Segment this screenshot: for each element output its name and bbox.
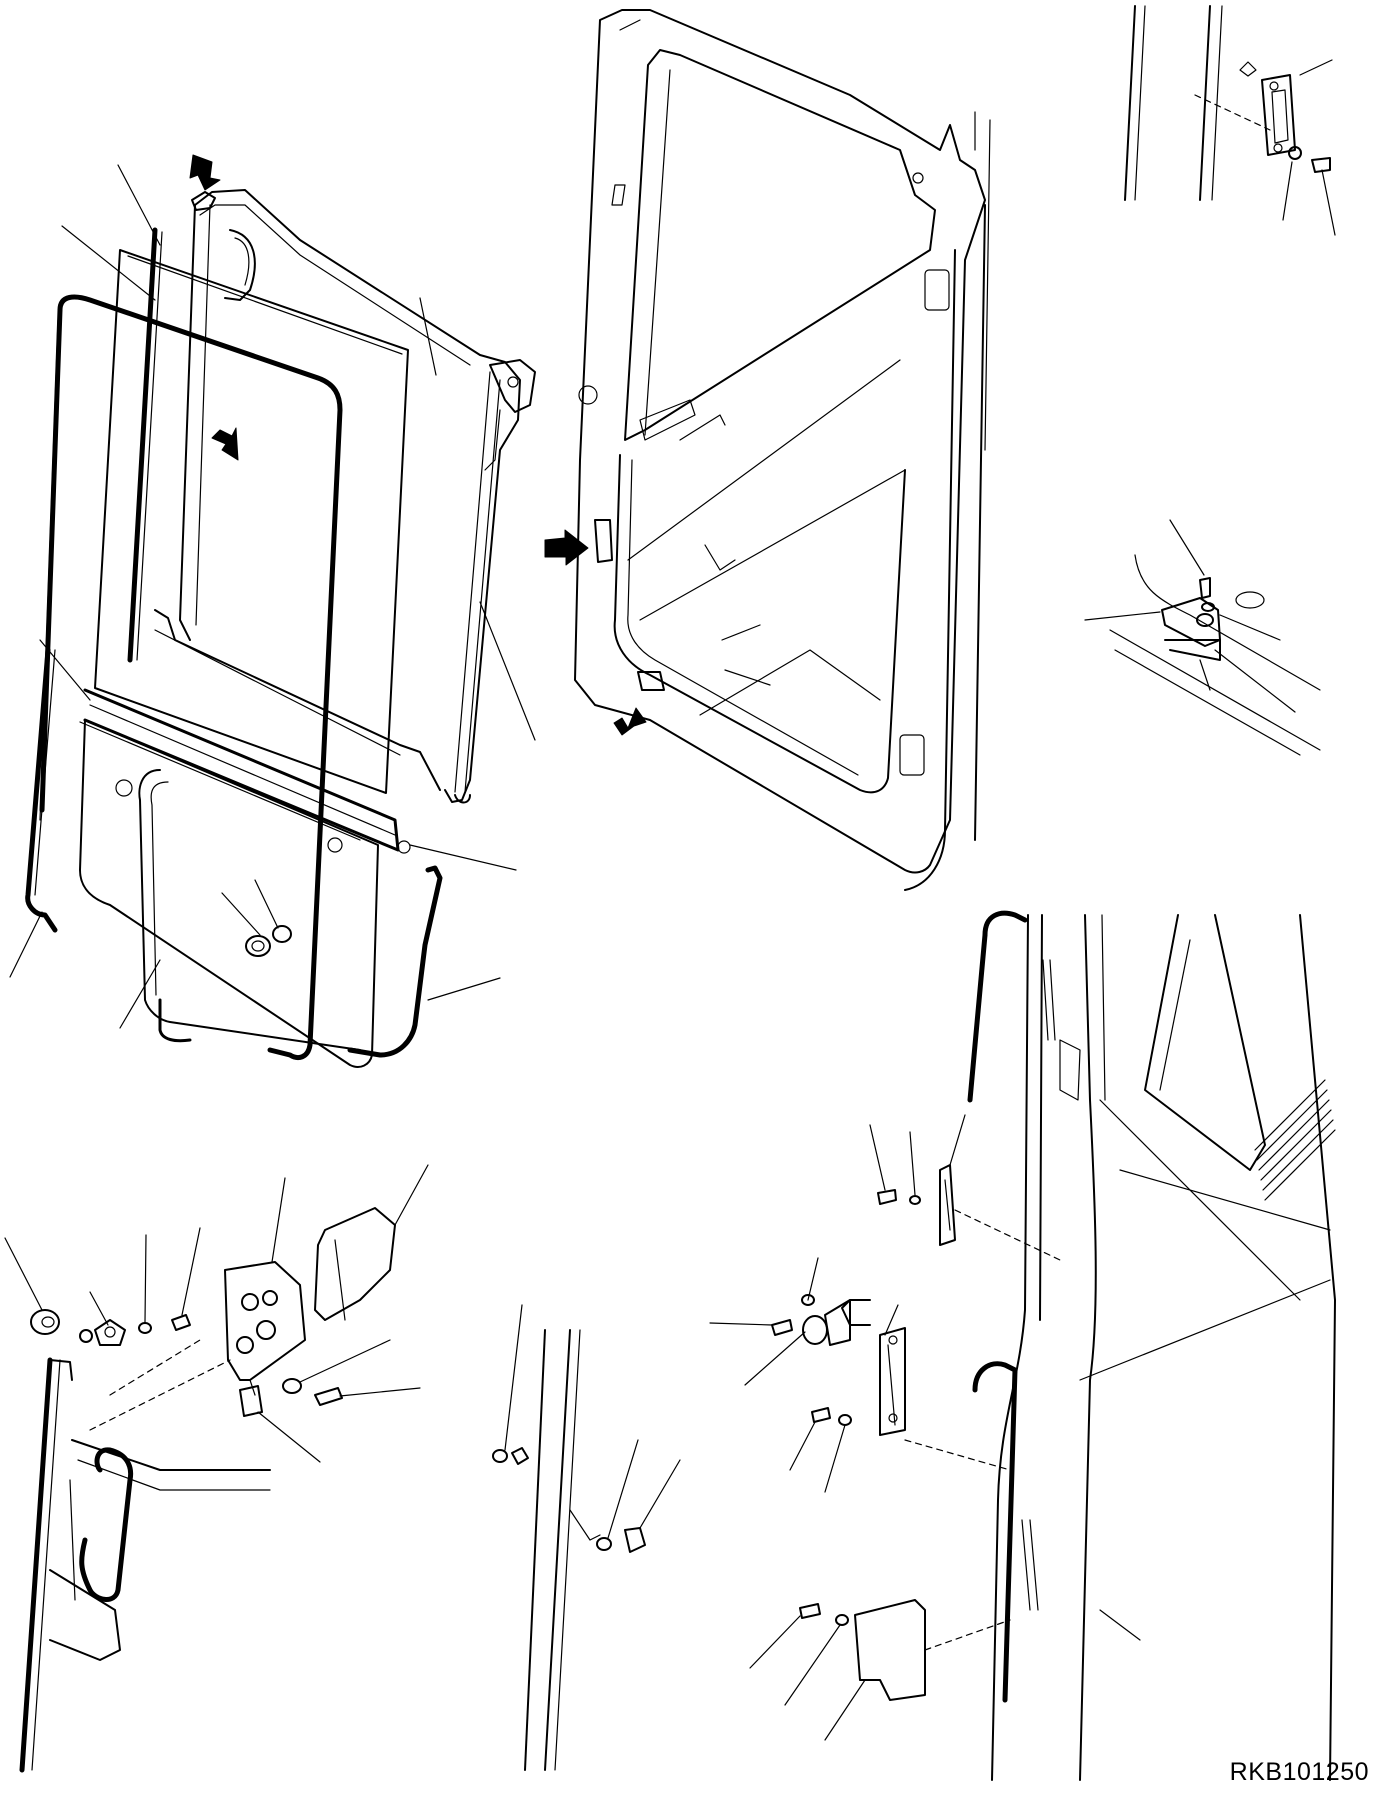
handle-lock-assembly xyxy=(4,1164,429,1773)
cab-door-opening xyxy=(544,9,991,891)
door-glass-assembly xyxy=(9,154,536,1068)
drawing-code-label: RKB101250 xyxy=(1229,1758,1369,1786)
door-rod-assembly xyxy=(492,1304,681,1771)
floor-stopper-assembly xyxy=(1084,519,1321,756)
upper-striker-assembly xyxy=(1124,5,1336,236)
cab-side-hinge-assembly xyxy=(709,910,1336,1781)
